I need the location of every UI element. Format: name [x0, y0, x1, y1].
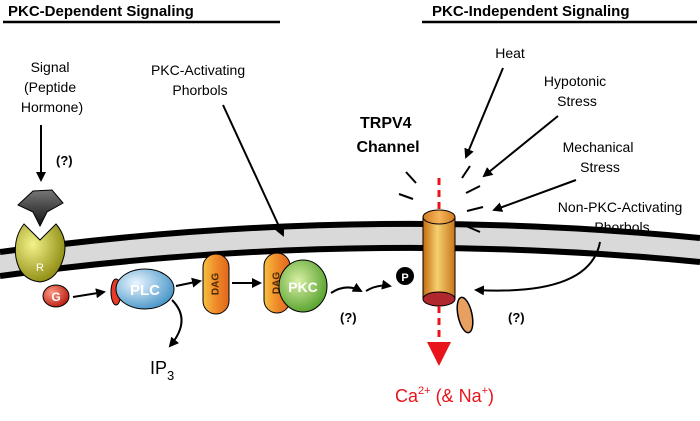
trpv4-c-terminal-domain: [456, 296, 474, 334]
pkc-activating-line2: Phorbols: [172, 82, 227, 98]
g-protein-label: G: [51, 290, 60, 304]
non-pkc-arrow: [474, 241, 601, 296]
ca-sup: 2+: [418, 385, 431, 397]
right-header: PKC-Independent Signaling: [432, 3, 630, 20]
dag-shape: [202, 253, 230, 315]
non-pkc-unknown-mark: (?): [508, 310, 525, 325]
pkc-to-channel-arrow-2: [365, 279, 392, 292]
heat-arrow: [464, 67, 504, 159]
hypotonic-label: Hypotonic Stress: [544, 73, 610, 109]
hypotonic-arrow: [482, 115, 559, 178]
pkc-activating-label: PKC-Activating Phorbols: [151, 62, 249, 98]
plc-shape: [115, 268, 175, 310]
receptor-shape: [14, 223, 66, 283]
ion-label: Ca2+ (& Na+): [395, 385, 494, 406]
trpv4-channel-body: [422, 216, 456, 300]
hypotonic-line1: Hypotonic: [544, 73, 606, 89]
membrane-outer-line: [0, 220, 700, 255]
signal-line3: Hormone): [21, 99, 83, 115]
signal-line2: (Peptide: [24, 79, 76, 95]
na-sup: +: [482, 385, 488, 397]
membrane-fill: [0, 223, 700, 276]
trpv4-line2: Channel: [356, 139, 419, 156]
g-protein-shape: [42, 284, 70, 308]
ca-rest: (& Na: [431, 386, 483, 406]
mechanical-arrow: [492, 179, 577, 212]
activation-burst: [398, 165, 484, 233]
heat-label: Heat: [495, 45, 525, 61]
phospho-site: [396, 267, 414, 285]
ca-close: ): [488, 386, 494, 406]
receptor-label: R: [36, 262, 44, 274]
membrane-inner-line: [0, 244, 700, 279]
ip3-label: IP3: [150, 358, 174, 383]
pkc-to-channel-arrow-1: [330, 282, 363, 294]
phorbol-to-pkc-arrow: [222, 104, 285, 237]
mechanical-line1: Mechanical: [563, 139, 634, 155]
non-pkc-line1: Non-PKC-Activating: [558, 199, 683, 215]
pkc-activating-line1: PKC-Activating: [151, 62, 245, 78]
plc-label: PLC: [130, 282, 160, 299]
dag-label: DAG: [211, 273, 222, 295]
hypotonic-line2: Stress: [557, 93, 597, 109]
dag-pkc-label: DAG: [272, 272, 283, 294]
ip3-sub: 3: [167, 368, 174, 383]
non-pkc-line2: Phorbols: [594, 219, 649, 235]
trpv4-label: TRPV4 Channel: [356, 115, 419, 156]
ca-base: Ca: [395, 386, 419, 406]
pkc-shape: [278, 259, 328, 313]
plc-to-ip3-arrow: [168, 299, 183, 348]
plc-to-dag-arrow: [175, 277, 202, 288]
non-pkc-label: Non-PKC-Activating Phorbols: [558, 199, 686, 235]
trpv4-channel-bottom: [422, 291, 456, 307]
trpv4-line1: TRPV4: [360, 115, 412, 132]
signal-line1: Signal: [31, 59, 70, 75]
signal-unknown-mark: (?): [56, 153, 73, 168]
mechanical-label: Mechanical Stress: [563, 139, 638, 175]
pkc-path-unknown-mark: (?): [340, 310, 357, 325]
ligand-shape: [17, 189, 64, 228]
g-to-plc-arrow: [72, 288, 106, 299]
trpv4-channel-top: [422, 209, 456, 225]
phospho-label: P: [401, 272, 408, 284]
pkc-label: PKC: [288, 279, 318, 295]
ion-flow-arrowhead: [427, 342, 451, 366]
left-header: PKC-Dependent Signaling: [8, 3, 194, 20]
ip3-base: IP: [150, 358, 167, 378]
signal-label: Signal (Peptide Hormone): [21, 59, 83, 115]
mechanical-line2: Stress: [580, 159, 620, 175]
